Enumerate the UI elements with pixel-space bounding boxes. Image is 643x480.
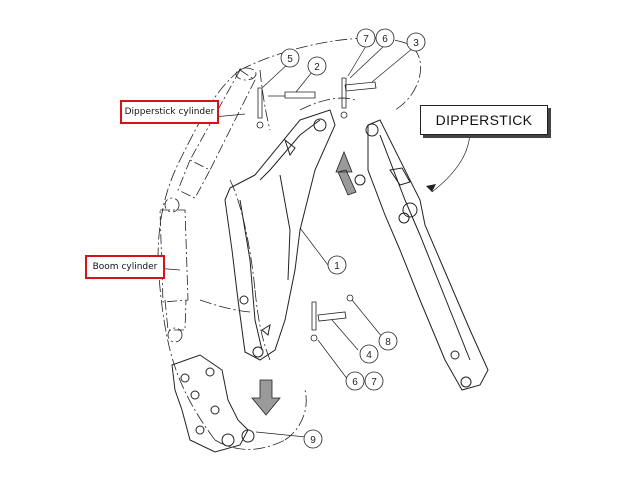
pin-part-3 [344,81,377,92]
dipperstick-pointer-arrow [426,184,436,192]
boom-arm-part [224,109,336,361]
down-direction-arrow [251,379,281,416]
svg-text:2: 2 [314,62,320,73]
dipperstick-cylinder-part [177,67,257,199]
pin-part-2 [268,91,316,99]
dipperstick-callout-label: DIPPERSTICK [420,105,548,135]
callout-5: 5 [280,48,300,68]
callout-6-top: 6 [375,28,395,48]
bolt-part-6-7 [310,77,348,342]
swing-bracket-part [171,354,255,453]
leader-lines [154,45,471,438]
callout-7-top: 7 [356,28,376,48]
callout-4: 4 [359,344,379,364]
svg-text:8: 8 [385,337,391,348]
callout-9: 9 [303,429,323,449]
dipperstick-cylinder-label: Dipperstick cylinder [120,100,219,124]
up-direction-arrow [335,150,357,196]
svg-text:7: 7 [371,377,377,388]
callout-2: 2 [307,56,327,76]
grease-nipple-part-8 [346,294,354,302]
callout-6-bottom: 6 [345,371,365,391]
svg-text:6: 6 [352,377,358,388]
pin-part-4 [317,311,347,322]
svg-text:7: 7 [363,34,369,45]
boom-cylinder-label: Boom cylinder [85,255,165,279]
svg-text:4: 4 [366,350,372,361]
callout-7-bottom: 7 [364,371,384,391]
bolt-part-5 [256,87,264,129]
svg-text:3: 3 [413,38,419,49]
svg-text:5: 5 [287,54,293,65]
svg-text:6: 6 [382,34,388,45]
callout-8: 8 [378,331,398,351]
dipperstick-arm-part [354,119,489,391]
svg-text:9: 9 [310,435,316,446]
callout-1: 1 [327,255,347,275]
callout-3: 3 [406,32,426,52]
svg-text:1: 1 [334,261,340,272]
